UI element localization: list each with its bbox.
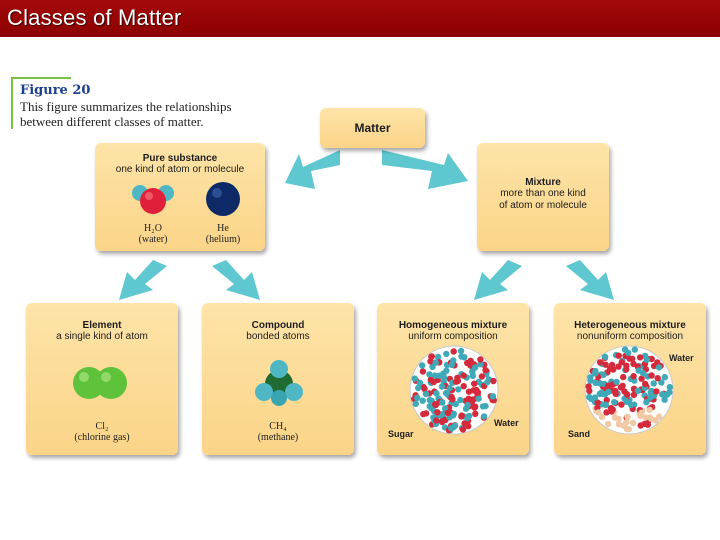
element-name: (chlorine gas) bbox=[74, 432, 130, 443]
homogeneous-particles bbox=[409, 345, 499, 435]
mixture-subtitle-line1: more than one kind bbox=[500, 188, 586, 199]
methane-molecule bbox=[255, 360, 303, 406]
slide-title: Classes of Matter bbox=[7, 5, 182, 30]
arrow-mixture-to-homogeneous bbox=[474, 260, 522, 300]
heterogeneous-subtitle: nonuniform composition bbox=[576, 331, 684, 342]
heterogeneous-water-label: Water bbox=[669, 353, 694, 363]
arrow-pure-to-compound bbox=[212, 260, 260, 300]
chlorine-molecule bbox=[73, 367, 127, 399]
figure-rule bbox=[11, 77, 13, 129]
homogeneous-title: Homogeneous mixture bbox=[398, 320, 508, 331]
heterogeneous-title: Heterogeneous mixture bbox=[574, 320, 686, 331]
heterogeneous-particles bbox=[584, 345, 674, 435]
element-formula: Cl₂ bbox=[95, 421, 109, 432]
compound-title: Compound bbox=[251, 320, 305, 331]
mixture-box: Mixture more than one kind of atom or mo… bbox=[477, 143, 609, 251]
homogeneous-subtitle: uniform composition bbox=[408, 331, 498, 342]
compound-box: Compound bonded atoms CH₄ (methane) bbox=[202, 303, 354, 455]
sugar-label: Sugar bbox=[388, 429, 414, 439]
sand-label: Sand bbox=[568, 429, 591, 439]
pure-substance-title: Pure substance bbox=[142, 153, 218, 164]
helium-name: (helium) bbox=[205, 234, 241, 245]
element-box: Element a single kind of atom Cl₂ (chlor… bbox=[26, 303, 178, 455]
arrow-mixture-to-heterogeneous bbox=[566, 260, 614, 300]
arrow-matter-to-pure-substance bbox=[285, 150, 340, 189]
matter-title: Matter bbox=[354, 121, 391, 135]
mixture-title: Mixture bbox=[525, 177, 561, 188]
figure-caption: This figure summarizes the relationships… bbox=[20, 99, 232, 129]
helium-atom bbox=[206, 182, 240, 216]
element-title: Element bbox=[82, 320, 122, 331]
mixture-subtitle-line2: of atom or molecule bbox=[499, 200, 587, 211]
homogeneous-mixture-box: Homogeneous mixture uniform composition … bbox=[377, 303, 529, 455]
homogeneous-water-label: Water bbox=[494, 418, 519, 428]
arrow-pure-to-element bbox=[119, 260, 167, 300]
helium-formula: He bbox=[217, 223, 229, 234]
compound-subtitle: bonded atoms bbox=[246, 331, 310, 342]
compound-name: (methane) bbox=[257, 432, 299, 443]
figure-rule bbox=[11, 77, 71, 79]
matter-box: Matter bbox=[320, 108, 425, 148]
element-subtitle: a single kind of atom bbox=[56, 331, 148, 342]
heterogeneous-mixture-box: Heterogeneous mixture nonuniform composi… bbox=[554, 303, 706, 455]
title-bar: Classes of Matter bbox=[0, 0, 720, 37]
compound-formula: CH₄ bbox=[269, 421, 287, 432]
water-molecule bbox=[132, 185, 174, 214]
figure-label: Figure 20 bbox=[20, 83, 91, 98]
pure-substance-subtitle: one kind of atom or molecule bbox=[115, 164, 245, 175]
pure-substance-box: Pure substance one kind of atom or molec… bbox=[95, 143, 265, 251]
arrow-matter-to-mixture bbox=[382, 150, 468, 189]
water-name: (water) bbox=[138, 234, 168, 245]
water-formula: H₂O bbox=[144, 223, 162, 234]
